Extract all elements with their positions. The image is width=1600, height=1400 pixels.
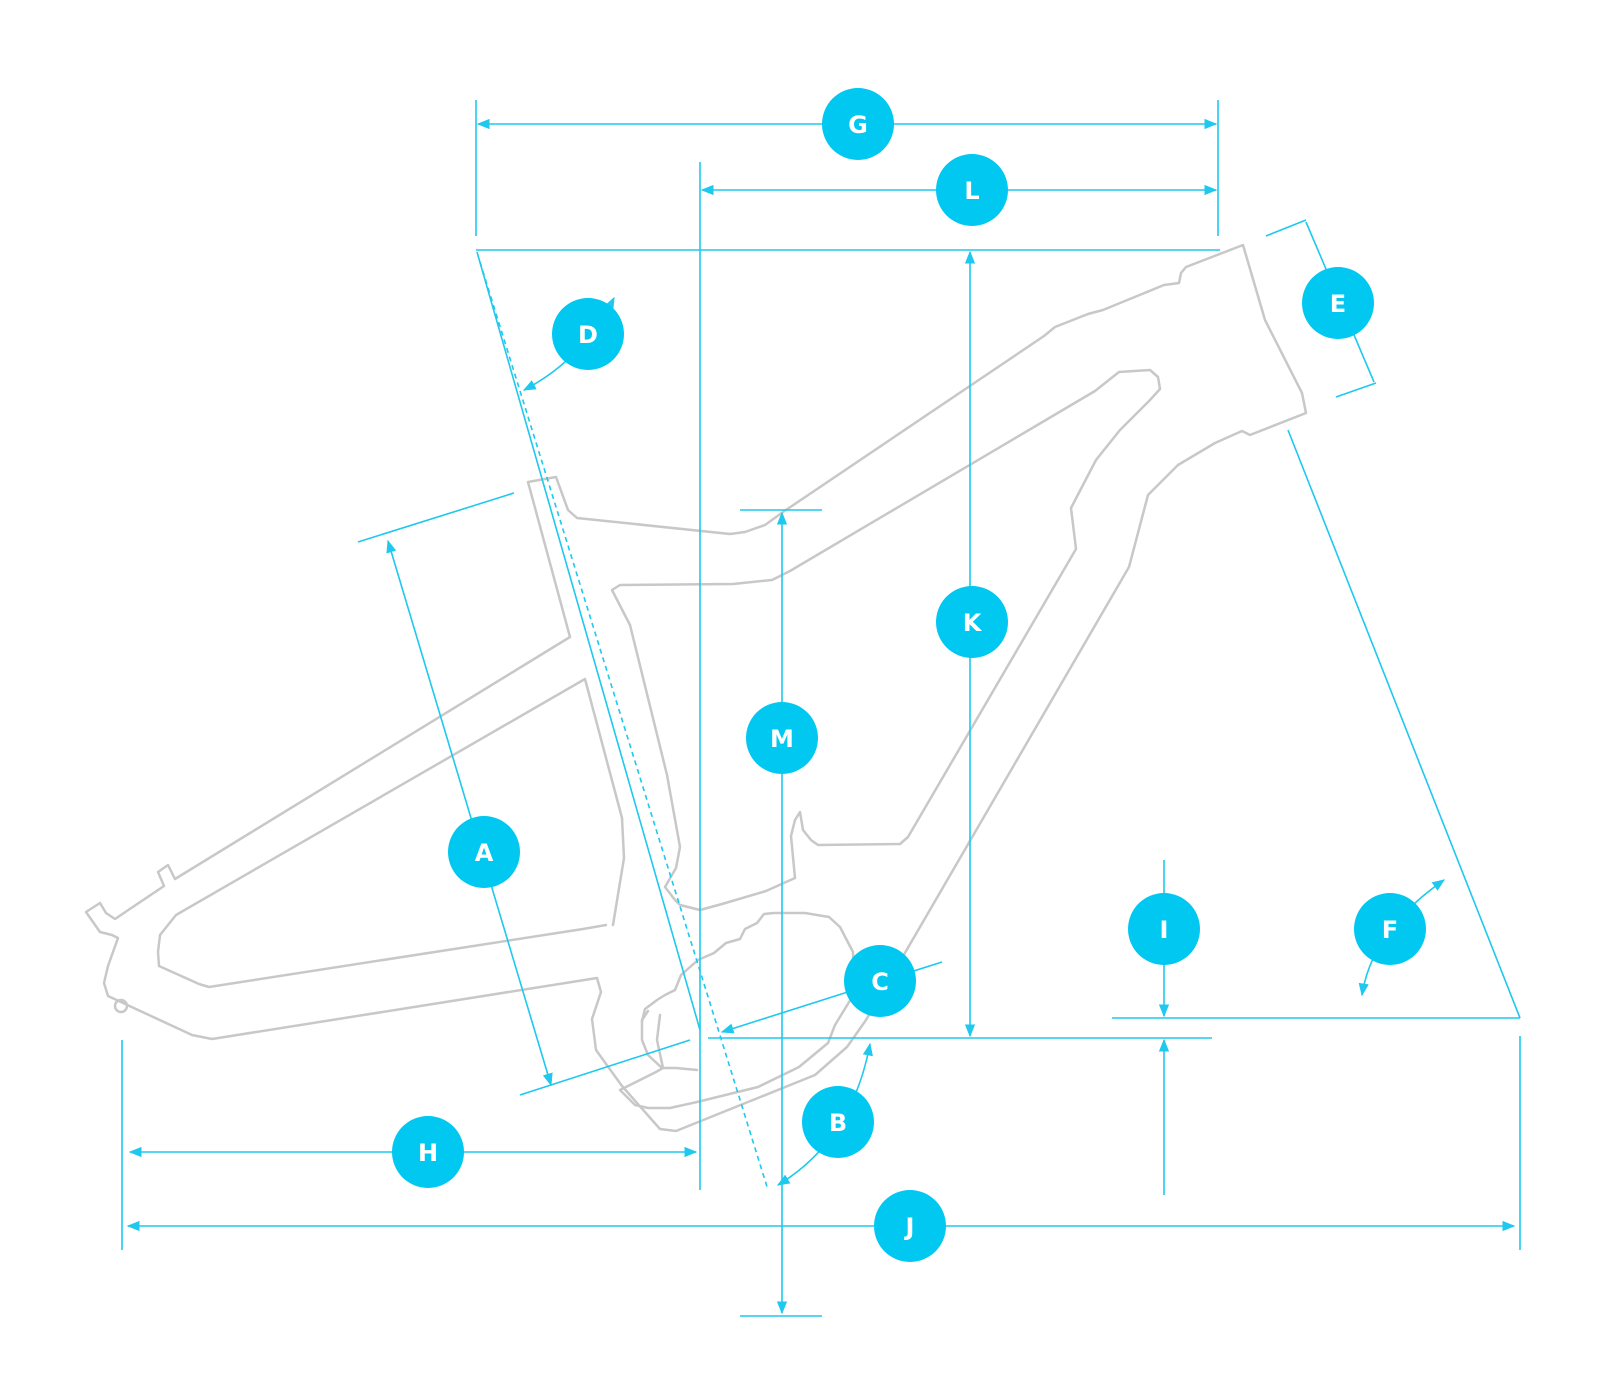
marker-I: I: [1128, 893, 1200, 965]
marker-A-label: A: [475, 839, 494, 867]
marker-C-label: C: [871, 968, 889, 996]
motor-housing: [618, 911, 856, 1110]
marker-L-label: L: [964, 177, 979, 205]
marker-E: E: [1302, 267, 1374, 339]
marker-C: C: [844, 945, 916, 1017]
marker-M-label: M: [770, 725, 794, 753]
marker-A: A: [448, 816, 520, 888]
marker-D-label: D: [578, 321, 598, 349]
marker-G-label: G: [848, 111, 868, 139]
marker-L: L: [936, 154, 1008, 226]
marker-H: H: [392, 1116, 464, 1188]
marker-M: M: [746, 702, 818, 774]
marker-K-label: K: [963, 609, 983, 637]
marker-D: D: [552, 298, 624, 370]
marker-K: K: [936, 586, 1008, 658]
marker-B-label: B: [829, 1109, 847, 1137]
marker-F: F: [1354, 893, 1426, 965]
dimension-markers: G L D E K M A I F C B H J: [392, 88, 1426, 1262]
marker-I-label: I: [1160, 916, 1169, 944]
marker-G: G: [822, 88, 894, 160]
front-triangle-outer: [84, 243, 1308, 1133]
marker-E-label: E: [1330, 290, 1346, 318]
dropout-pivot-hole: [113, 998, 129, 1014]
marker-J-label: J: [904, 1213, 915, 1241]
rear-triangle: [156, 677, 626, 989]
bike-frame-outline: [84, 243, 1308, 1133]
marker-H-label: H: [418, 1139, 438, 1167]
marker-F-label: F: [1382, 916, 1398, 944]
marker-B: B: [802, 1086, 874, 1158]
marker-J: J: [874, 1190, 946, 1262]
motor-housing-inner: [640, 1009, 699, 1072]
front-triangle-inner: [610, 368, 1162, 912]
